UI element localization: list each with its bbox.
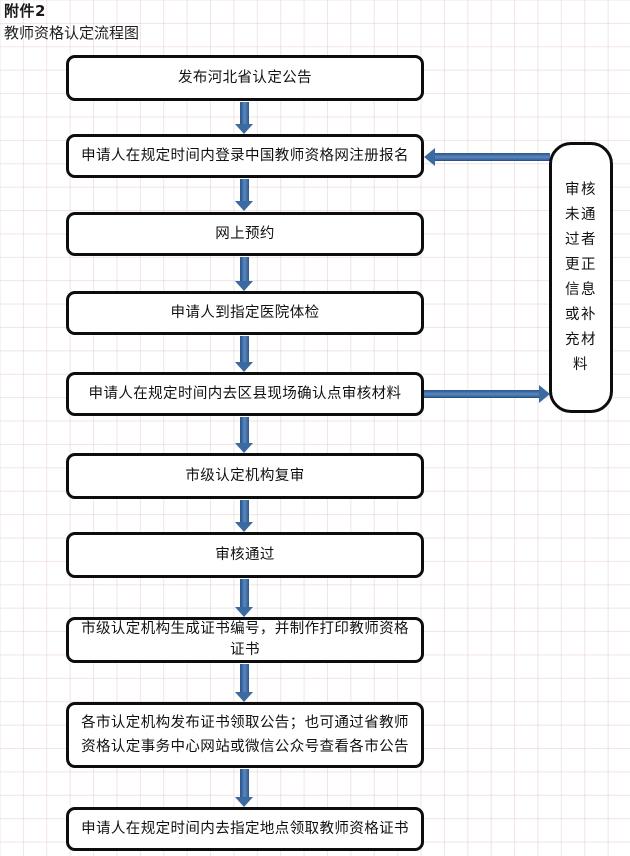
arrow-head — [539, 385, 550, 403]
arrow-down-7 — [232, 579, 256, 617]
flow-node-label: 申请人在规定时间内去指定地点领取教师资格证书 — [81, 820, 409, 837]
arrow-left-rework-to-register — [424, 145, 550, 169]
arrow-head — [235, 797, 253, 807]
flow-node-register-online: 申请人在规定时间内登录中国教师资格网注册报名 — [66, 134, 424, 178]
arrow-down-9 — [232, 769, 256, 807]
arrow-down-3 — [232, 257, 256, 291]
arrow-head — [235, 443, 253, 453]
arrow-down-6 — [232, 500, 256, 532]
arrow-head — [235, 201, 253, 211]
flow-node-onsite-verification: 申请人在规定时间内去区县现场确认点审核材料 — [66, 372, 424, 416]
arrow-shaft — [240, 179, 249, 201]
arrow-head — [424, 148, 435, 166]
arrow-shaft — [240, 579, 249, 607]
arrow-down-2 — [232, 179, 256, 211]
arrow-head — [235, 522, 253, 532]
flow-node-medical-exam: 申请人到指定医院体检 — [66, 291, 424, 335]
arrow-head — [235, 607, 253, 617]
arrow-head — [235, 692, 253, 702]
flow-node-label: 审核未通过者更正信息或补充材料 — [565, 181, 597, 373]
flow-node-label: 申请人在规定时间内登录中国教师资格网注册报名 — [81, 147, 409, 164]
page-title: 教师资格认定流程图 — [4, 24, 140, 42]
arrow-down-5 — [232, 417, 256, 453]
arrow-shaft — [424, 390, 540, 398]
arrow-down-1 — [232, 102, 256, 134]
flow-node-label: 审核通过 — [215, 546, 275, 563]
flow-node-publish-announcement: 发布河北省认定公告 — [66, 55, 424, 101]
flow-node-label: 申请人到指定医院体检 — [170, 304, 320, 321]
attachment-label: 附件2 — [4, 2, 46, 20]
flow-node-label: 网上预约 — [215, 225, 275, 242]
arrow-down-4 — [232, 336, 256, 372]
flow-node-label: 发布河北省认定公告 — [177, 69, 313, 86]
arrow-head — [235, 124, 253, 134]
arrow-head — [235, 281, 253, 291]
arrow-shaft — [434, 153, 550, 161]
arrow-shaft — [240, 500, 249, 522]
flow-node-review-passed: 审核通过 — [66, 532, 424, 578]
flow-node-label: 申请人在规定时间内去区县现场确认点审核材料 — [88, 385, 402, 402]
arrow-shaft — [240, 102, 249, 124]
flow-node-online-appointment: 网上预约 — [66, 212, 424, 256]
flow-node-generate-certificate: 市级认定机构生成证书编号，并制作打印教师资格证书 — [66, 617, 424, 663]
arrow-shaft — [240, 769, 249, 797]
flow-node-rework-loop: 审核未通过者更正信息或补充材料 — [549, 142, 613, 413]
arrow-shaft — [240, 417, 249, 443]
arrow-shaft — [240, 664, 249, 692]
flow-node-collect-certificate: 申请人在规定时间内去指定地点领取教师资格证书 — [66, 807, 424, 851]
arrow-right-verification-to-rework — [424, 382, 550, 406]
flow-node-label: 市级认定机构生成证书编号，并制作打印教师资格证书 — [81, 621, 409, 658]
arrow-down-8 — [232, 664, 256, 702]
flow-node-collection-announcement: 各市认定机构发布证书领取公告；也可通过省教师资格认定事务中心网站或微信公众号查看… — [66, 702, 424, 768]
flow-node-label: 各市认定机构发布证书领取公告；也可通过省教师资格认定事务中心网站或微信公众号查看… — [81, 715, 409, 755]
arrow-shaft — [240, 336, 249, 362]
arrow-shaft — [240, 257, 249, 281]
flow-node-label: 市级认定机构复审 — [185, 467, 305, 484]
flow-node-city-review: 市级认定机构复审 — [66, 453, 424, 499]
arrow-head — [235, 362, 253, 372]
